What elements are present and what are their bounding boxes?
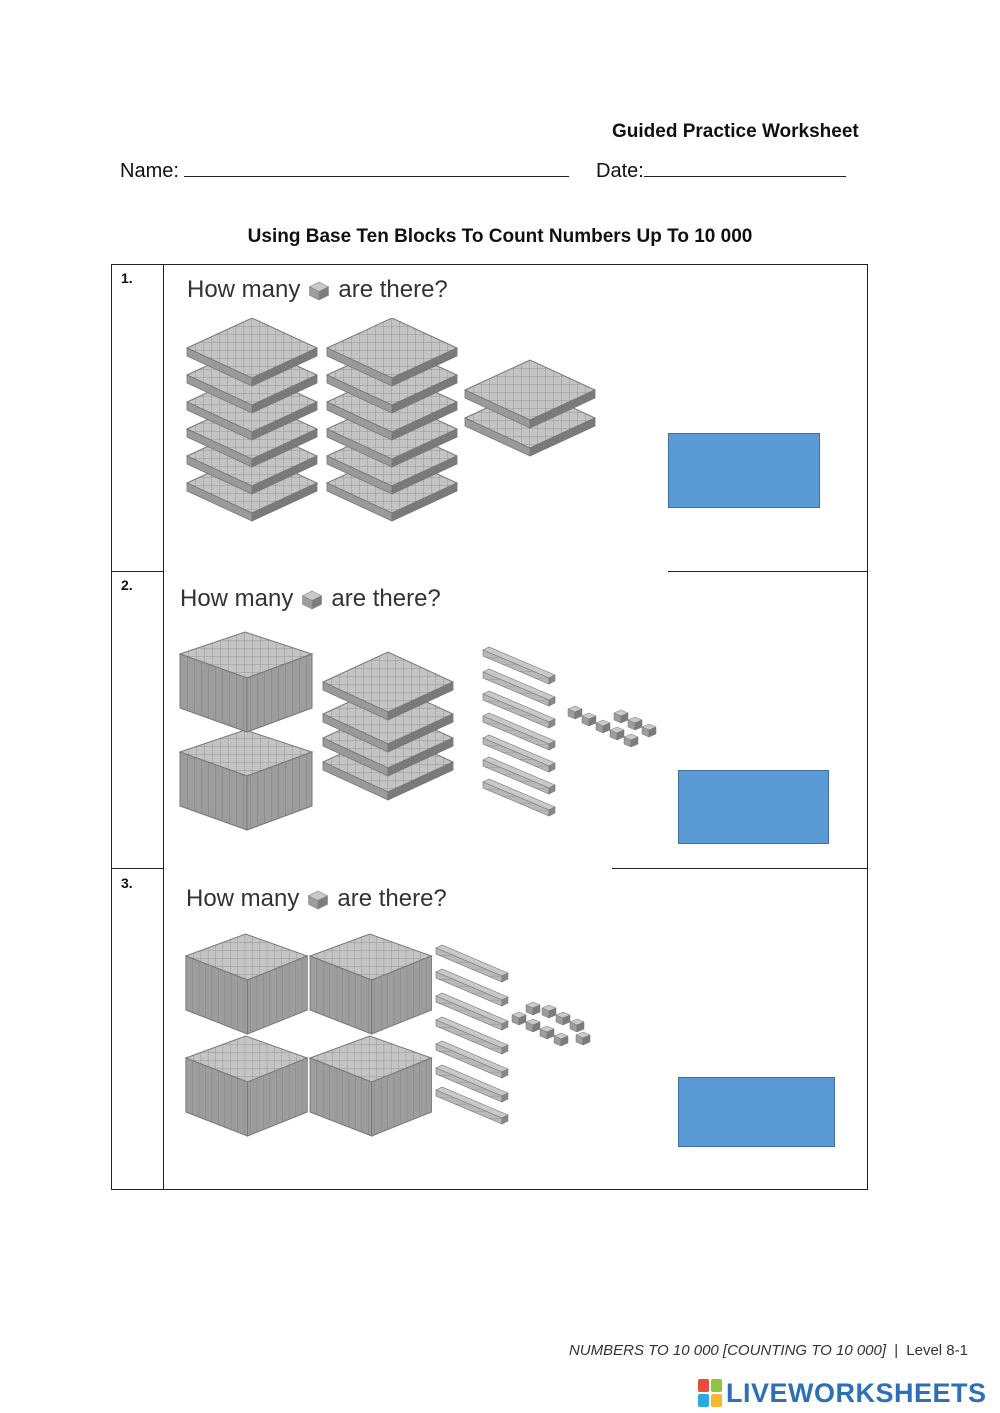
prompt-text-before: How many [180, 585, 294, 612]
questions-table [111, 264, 868, 1190]
prompt-text-after: are there? [337, 885, 447, 912]
unit-cube-block [541, 1004, 557, 1019]
unit-cube-block [627, 716, 643, 731]
footer-level: Level 8-1 [906, 1342, 968, 1359]
thousand-cube-block [179, 631, 313, 733]
unit-cube-group [511, 1001, 591, 1047]
worksheet-subtitle: Using Base Ten Blocks To Count Numbers U… [247, 226, 753, 247]
row-divider [111, 868, 164, 869]
hundred-flat-stack [186, 318, 318, 522]
question-number: 2. [121, 577, 133, 593]
answer-box[interactable] [668, 433, 820, 508]
question-number: 3. [121, 875, 133, 891]
hundred-flat-stack [464, 359, 596, 457]
unit-cube-block [575, 1031, 591, 1046]
question-prompt: How many are there? [180, 585, 441, 613]
number-column-divider [163, 264, 164, 1190]
hundred-flat-stack [322, 651, 454, 801]
unit-cube-block [641, 723, 657, 738]
unit-cube-block [581, 712, 597, 727]
thousand-cube-block [179, 729, 313, 831]
answer-box[interactable] [678, 770, 829, 844]
unit-cube-block [553, 1032, 569, 1047]
liveworksheets-logo: LIVEWORKSHEETS [698, 1376, 987, 1410]
ten-rod-group [482, 646, 556, 817]
thousand-cube-block [309, 933, 432, 1035]
prompt-text-after: are there? [338, 276, 448, 303]
unit-cube-block [511, 1011, 527, 1026]
row-divider [668, 571, 868, 572]
prompt-text-after: are there? [331, 585, 441, 612]
unit-cube-block [525, 1018, 541, 1033]
unit-cube-icon [309, 281, 330, 300]
ten-rod-group [435, 944, 509, 1125]
base-ten-blocks-illustration [186, 318, 596, 522]
brand-name: LIVEWORKSHEETS [726, 1377, 987, 1408]
thousand-cube-block [309, 1035, 432, 1137]
name-label: Name: [120, 160, 179, 182]
unit-cube-block [567, 705, 583, 720]
unit-cube-icon [302, 590, 323, 609]
question-prompt: How many are there? [187, 276, 448, 304]
unit-cube-block [613, 709, 629, 724]
thousand-cube-stack [309, 933, 432, 1137]
date-input-line[interactable] [643, 162, 846, 177]
unit-cube-group [567, 705, 657, 748]
thousand-cube-block [185, 933, 308, 1035]
unit-cube-block [595, 719, 611, 734]
date-row: Date: [596, 160, 846, 183]
unit-cube-block [555, 1011, 571, 1026]
name-input-line[interactable] [184, 162, 570, 177]
base-ten-blocks-illustration [179, 631, 657, 831]
unit-cube-icon [308, 890, 329, 909]
question-prompt: How many are there? [186, 885, 447, 913]
date-label: Date: [596, 160, 644, 182]
unit-cube-block [525, 1001, 541, 1016]
worksheet-title: Guided Practice Worksheet [612, 121, 859, 142]
liveworksheets-icon [698, 1379, 722, 1407]
thousand-cube-block [185, 1035, 308, 1137]
prompt-text-before: How many [187, 276, 301, 303]
footer: NUMBERS TO 10 000 [COUNTING TO 10 000] |… [569, 1342, 968, 1359]
hundred-flat-stack [326, 318, 458, 522]
unit-cube-block [623, 733, 639, 748]
thousand-cube-stack [185, 933, 308, 1137]
question-number: 1. [121, 270, 133, 286]
base-ten-blocks-illustration [185, 933, 591, 1137]
thousand-cube-stack [179, 631, 313, 831]
unit-cube-block [609, 726, 625, 741]
name-row: Name: [120, 160, 570, 183]
answer-box[interactable] [678, 1077, 835, 1147]
footer-separator: | [894, 1342, 899, 1359]
unit-cube-block [539, 1025, 555, 1040]
row-divider [111, 571, 164, 572]
unit-cube-block [569, 1018, 585, 1033]
prompt-text-before: How many [186, 885, 300, 912]
row-divider [612, 868, 868, 869]
footer-topic: NUMBERS TO 10 000 [COUNTING TO 10 000] [568, 1342, 887, 1359]
